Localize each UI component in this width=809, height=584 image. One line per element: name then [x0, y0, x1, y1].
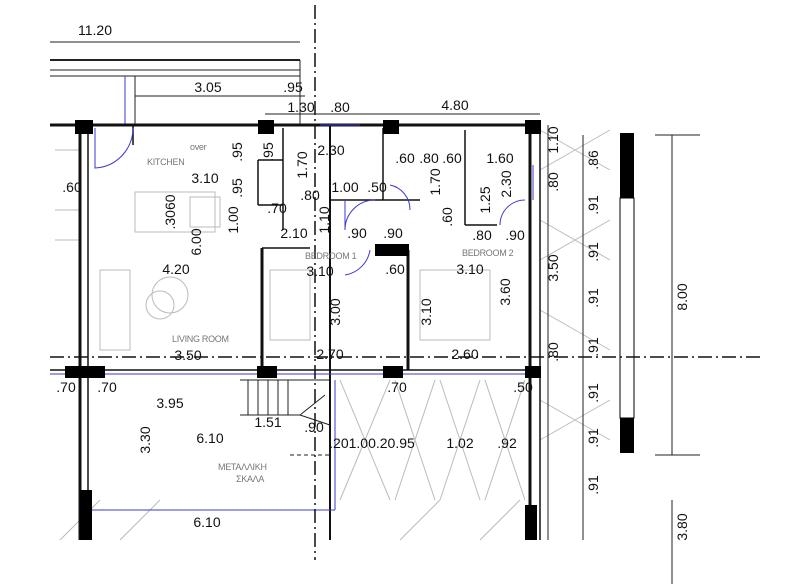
dim: .70 — [387, 379, 407, 395]
dim: .3060 — [162, 194, 178, 229]
dim: .91 — [585, 383, 601, 403]
columns — [65, 120, 635, 540]
dim: 2.60 — [451, 346, 478, 362]
dim: .70 — [56, 379, 76, 395]
walls — [50, 123, 541, 540]
room-label-kitchen: KITCHEN — [147, 157, 184, 167]
oven-label: over — [190, 142, 207, 152]
dim: 2.10 — [280, 225, 307, 241]
dim: 4.80 — [441, 97, 468, 113]
vertical-dimension-labels: .95 .95 1.70 1.10 .86 .80 .95 1.70 2.30 … — [137, 126, 690, 540]
dim: .80 — [472, 227, 492, 243]
room-label-bedroom2: BEDROOM 2 — [462, 248, 514, 258]
dim: 3.10 — [306, 263, 333, 279]
dim: 3.10 — [456, 261, 483, 277]
dim: .80 — [330, 99, 350, 115]
dim: 4.20 — [162, 261, 189, 277]
dim: .86 — [585, 150, 601, 170]
dim: 2.30 — [498, 170, 514, 197]
stair-label: ΜΕΤΑΛΛΙΚΗ — [218, 462, 267, 472]
dim: 1.00 — [225, 206, 241, 233]
dim: .91 — [585, 475, 601, 495]
dim: .90 — [505, 227, 525, 243]
dim: .80 — [300, 187, 320, 203]
dim: 1.10 — [545, 126, 561, 153]
dim: .90 — [383, 225, 403, 241]
dim: 2.30 — [317, 142, 344, 158]
dim: .60 — [442, 150, 462, 166]
dim: 3.60 — [497, 278, 513, 305]
dim: 1.00 — [331, 179, 358, 195]
dim: .91 — [585, 288, 601, 308]
dim: .60 — [395, 150, 415, 166]
dim: 1.51 — [254, 414, 281, 430]
dim: 3.50 — [545, 254, 561, 281]
dim: 1.25 — [477, 186, 493, 213]
dim: .91 — [585, 337, 601, 357]
dim: 1.70 — [294, 151, 310, 178]
dim: .90 — [347, 225, 367, 241]
dim: .70 — [97, 379, 117, 395]
dim: 3.50 — [174, 347, 201, 363]
dim: 3.00 — [327, 298, 343, 325]
dim: 1.02 — [446, 435, 473, 451]
dim: .50 — [513, 379, 533, 395]
dim: 11.20 — [78, 22, 112, 38]
dim: .60 — [385, 261, 405, 277]
room-label-living-room: LIVING ROOM — [172, 334, 229, 344]
dim: .95 — [283, 79, 303, 95]
dim: .95 — [229, 142, 245, 162]
dim: .60 — [62, 179, 82, 195]
dim: .201.00.20.95 — [329, 435, 415, 451]
dim: 3.05 — [194, 79, 221, 95]
dim: .91 — [585, 195, 601, 215]
dim: 6.10 — [196, 430, 223, 446]
top-dimension-lines — [50, 41, 540, 125]
dim: .60 — [439, 207, 455, 227]
dim: 1.30 — [287, 99, 314, 115]
dim: .80 — [419, 150, 439, 166]
dim: 3.30 — [137, 426, 153, 453]
stair-label: ΣΚΑΛΑ — [236, 474, 264, 484]
dim: 6.10 — [193, 514, 220, 530]
dim: .91 — [585, 428, 601, 448]
dim: 1.60 — [486, 150, 513, 166]
dimension-labels: 11.20 3.05 .95 1.30 .80 4.80 2.30 .60 .8… — [56, 22, 533, 530]
dim: .91 — [585, 242, 601, 262]
dim: .95 — [260, 142, 276, 162]
dim: .90 — [304, 419, 324, 435]
dim: 8.00 — [674, 283, 690, 310]
dim: .50 — [367, 179, 387, 195]
dim: 2.70 — [316, 346, 343, 362]
doors — [50, 124, 540, 511]
dim: .70 — [267, 200, 287, 216]
dim: .80 — [545, 172, 561, 192]
dim: .92 — [497, 435, 517, 451]
dim: 3.95 — [156, 395, 183, 411]
dim: 3.10 — [418, 298, 434, 325]
dim: .95 — [229, 178, 245, 198]
dim: 6.00 — [188, 228, 204, 255]
dim: .80 — [545, 342, 561, 362]
right-dimension-lines — [547, 125, 700, 584]
dim: 1.70 — [427, 168, 443, 195]
dim: 3.80 — [674, 513, 690, 540]
dim: 1.10 — [316, 206, 332, 233]
room-label-bedroom1: BEDROOM 1 — [305, 251, 357, 261]
dim: 3.10 — [191, 170, 218, 186]
